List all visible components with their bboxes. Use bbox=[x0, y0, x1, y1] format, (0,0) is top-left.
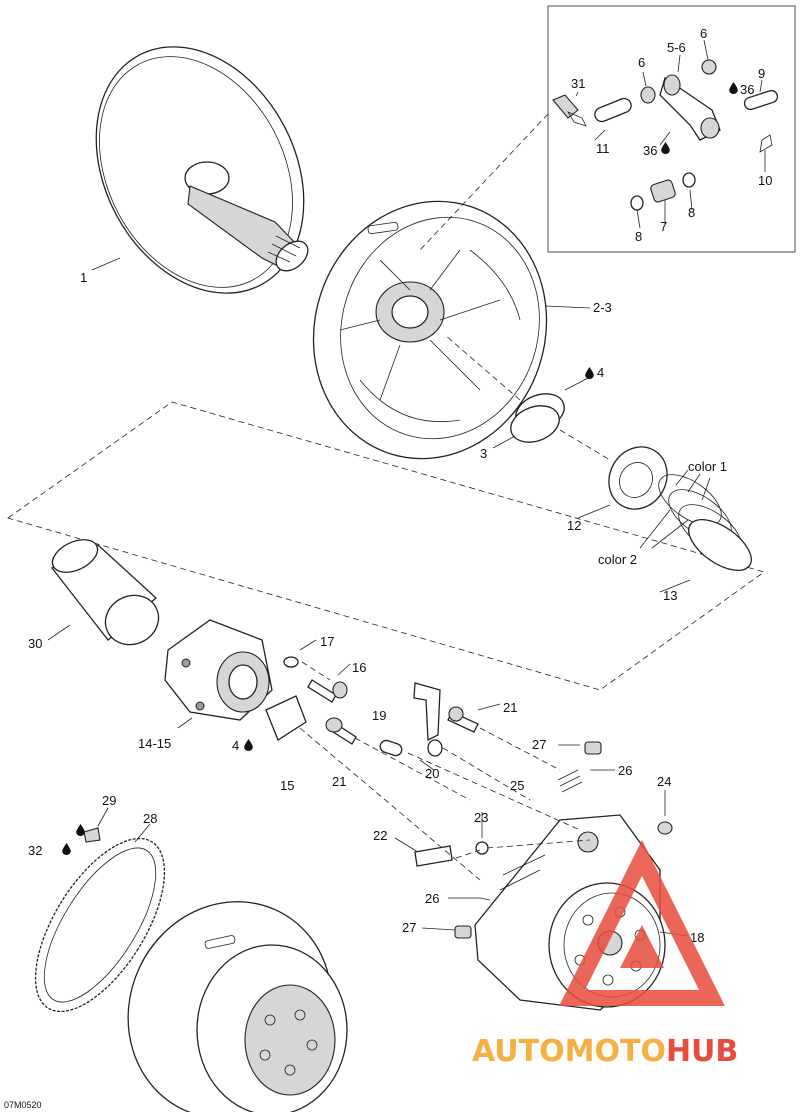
callout-1: 1 bbox=[80, 270, 87, 285]
callout-30: 30 bbox=[28, 636, 42, 651]
bushing-washer-spring bbox=[510, 393, 752, 572]
oil-drop-icon bbox=[585, 367, 594, 379]
oil-drop-icon bbox=[661, 142, 670, 154]
oil-drop-icon bbox=[729, 82, 738, 94]
spider-part bbox=[164, 619, 273, 721]
callout-36-right: 36 bbox=[740, 82, 754, 97]
inset-frame bbox=[547, 5, 796, 253]
callout-8-right: 8 bbox=[688, 205, 695, 220]
callout-9: 9 bbox=[758, 66, 765, 81]
sleeve-part bbox=[51, 539, 160, 646]
callout-29: 29 bbox=[102, 793, 116, 808]
callout-17: 17 bbox=[320, 634, 334, 649]
callout-25: 25 bbox=[510, 778, 524, 793]
oil-drop-icon bbox=[244, 739, 253, 751]
drive-hub-part bbox=[414, 741, 673, 1011]
watermark-text: AUTOMOTOHUB bbox=[472, 1034, 738, 1069]
callout-15: 15 bbox=[280, 778, 294, 793]
callout-color-1: color 1 bbox=[688, 459, 727, 474]
callout-11: 11 bbox=[596, 141, 610, 156]
callout-22: 22 bbox=[373, 828, 387, 843]
callout-18: 18 bbox=[690, 930, 704, 945]
callout-8-left: 8 bbox=[635, 229, 642, 244]
callout-19: 19 bbox=[372, 708, 386, 723]
callout-24: 24 bbox=[657, 774, 671, 789]
callout-36-left: 36 bbox=[643, 143, 657, 158]
callout-2-3: 2-3 bbox=[593, 300, 612, 315]
callout-23: 23 bbox=[474, 810, 488, 825]
oil-drop-icon bbox=[76, 824, 85, 836]
callout-32: 32 bbox=[28, 843, 42, 858]
callout-27-top: 27 bbox=[532, 737, 546, 752]
callout-21-right: 21 bbox=[503, 700, 517, 715]
callout-12: 12 bbox=[567, 518, 581, 533]
fixed-sheave-part bbox=[95, 46, 309, 294]
callout-6-left: 6 bbox=[638, 55, 645, 70]
callout-5-6: 5-6 bbox=[667, 40, 686, 55]
callout-10: 10 bbox=[758, 173, 772, 188]
callout-14-15: 14-15 bbox=[138, 736, 171, 751]
callout-color-2: color 2 bbox=[598, 552, 637, 567]
callout-21-left: 21 bbox=[332, 774, 346, 789]
callout-31: 31 bbox=[571, 76, 585, 91]
bottom-pulley-part bbox=[127, 901, 348, 1112]
watermark-logo bbox=[559, 840, 725, 1006]
callout-28: 28 bbox=[143, 811, 157, 826]
callout-3: 3 bbox=[480, 446, 487, 461]
spider-hardware bbox=[265, 656, 479, 757]
oil-drop-icon bbox=[62, 843, 71, 855]
callout-6-right: 6 bbox=[700, 26, 707, 41]
assembly-boundary bbox=[7, 401, 765, 691]
inset-parts bbox=[552, 59, 779, 211]
callout-7: 7 bbox=[660, 219, 667, 234]
callout-27-bottom: 27 bbox=[402, 920, 416, 935]
callout-26-bottom: 26 bbox=[425, 891, 439, 906]
callout-20: 20 bbox=[425, 766, 439, 781]
callout-13: 13 bbox=[663, 588, 677, 603]
callout-4-top: 4 bbox=[597, 365, 604, 380]
diagram-reference-code: 07M0520 bbox=[4, 1100, 42, 1110]
movable-sheave-part bbox=[312, 200, 548, 460]
ring-gear-part bbox=[34, 827, 166, 1013]
callout-16: 16 bbox=[352, 660, 366, 675]
callout-26-top: 26 bbox=[618, 763, 632, 778]
alignment-lines bbox=[299, 113, 611, 881]
callout-4-bottom: 4 bbox=[232, 738, 239, 753]
